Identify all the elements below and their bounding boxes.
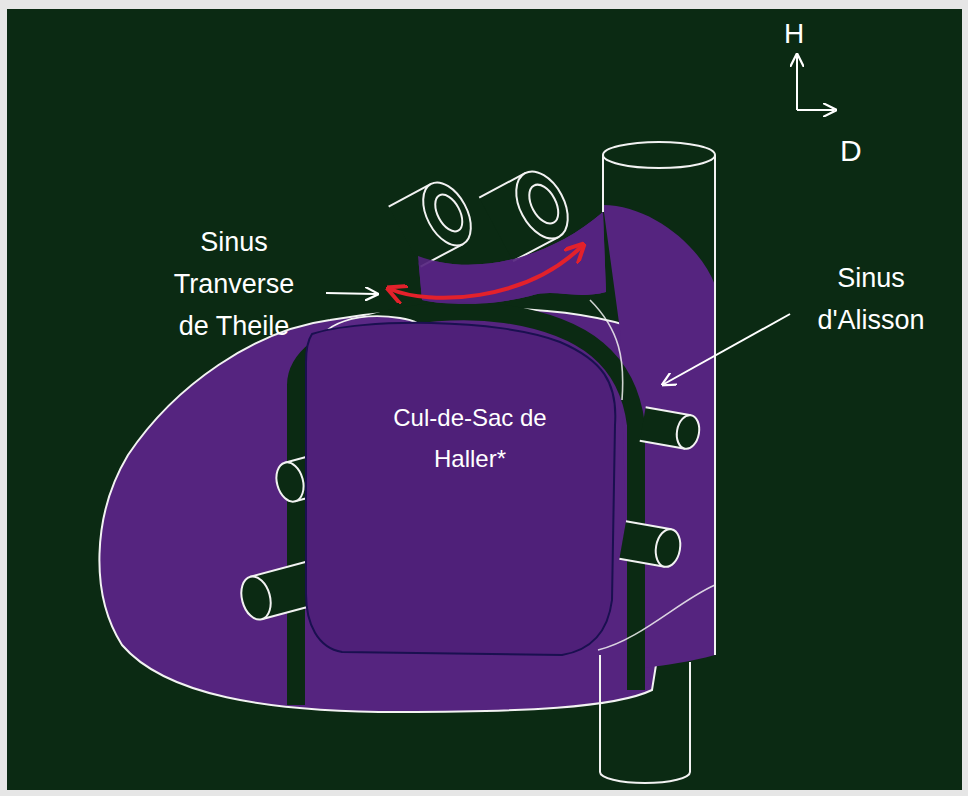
cul-de-sac-shape bbox=[306, 323, 615, 655]
cul-de-sac-outline bbox=[290, 310, 630, 670]
region-label: Cul-de-Sac de Haller* bbox=[390, 398, 550, 480]
orientation-arrow bbox=[796, 56, 798, 110]
vena-cava-top bbox=[603, 142, 715, 168]
pulmonary-vein bbox=[619, 521, 683, 568]
orientation-arrow bbox=[797, 109, 834, 111]
orientation-letter: D bbox=[840, 128, 880, 175]
part-label: Sinus d'Alisson bbox=[795, 258, 947, 342]
inferior-vena-cava bbox=[600, 655, 690, 772]
board bbox=[7, 9, 962, 790]
heart-body bbox=[99, 308, 660, 712]
right-atrium bbox=[603, 205, 715, 668]
cul-de-sac-region: Cul-de-Sac de Haller* bbox=[290, 310, 630, 670]
reflection-gap bbox=[296, 311, 636, 705]
pulmonary-vein bbox=[640, 407, 702, 450]
orientation-letter: H bbox=[784, 12, 824, 55]
part-label: Sinus Tranverse de Theile bbox=[163, 222, 305, 348]
inferior-vena-cava-end bbox=[600, 772, 690, 783]
leader-line bbox=[664, 314, 790, 384]
transverse-sinus-arrow bbox=[390, 246, 582, 298]
vena-cava-outline bbox=[603, 155, 715, 655]
leader-line bbox=[326, 293, 376, 294]
reflection-band-front bbox=[418, 212, 606, 304]
aorta bbox=[389, 175, 481, 267]
